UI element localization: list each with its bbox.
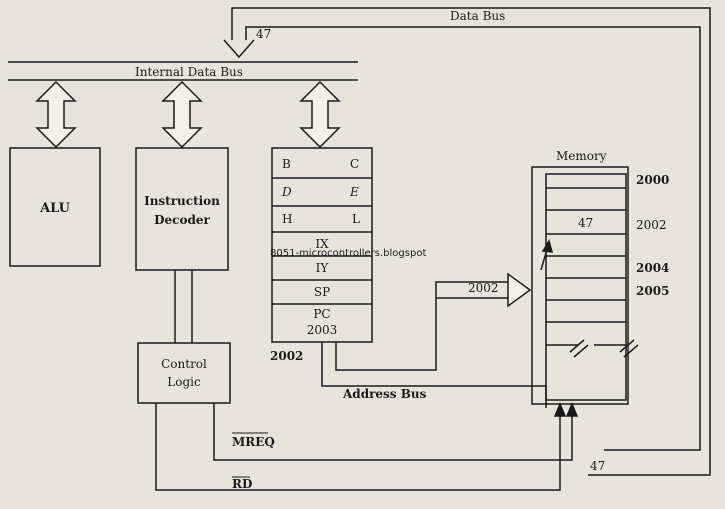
rd-line	[155, 403, 561, 491]
rd-label: RD	[232, 477, 252, 491]
internal-data-bus-label: Internal Data Bus	[135, 65, 243, 79]
data-bus-label: Data Bus	[450, 9, 505, 23]
decoder-bus-arrow	[161, 80, 203, 149]
register-h: H	[282, 212, 292, 226]
instruction-decoder-label-line2: Decoder	[154, 213, 210, 227]
register-iy: IY	[316, 261, 330, 275]
external-data-bus	[223, 7, 711, 476]
control-logic-label-line1: Control	[161, 357, 207, 371]
mreq-line	[213, 403, 573, 461]
control-logic-block	[137, 342, 231, 404]
memory-address-2004: 2004	[636, 261, 669, 275]
address-bus	[321, 272, 547, 408]
control-logic-label-line2: Logic	[167, 375, 201, 389]
memory-address-2000: 2000	[636, 173, 669, 187]
memory-label: Memory	[556, 149, 607, 163]
register-d: D	[281, 185, 292, 199]
memory-block	[531, 166, 639, 405]
data-bus-bottom-value: 47	[590, 459, 605, 473]
watermark-text: 8051-microcontrollers.blogspot	[270, 248, 426, 259]
register-l: L	[352, 212, 360, 226]
memory-address-2002: 2002	[636, 218, 667, 232]
data-bus-top-value: 47	[256, 27, 271, 41]
bus-arrows	[35, 80, 341, 149]
alu-block	[9, 147, 101, 267]
mreq-label: MREQ	[232, 435, 275, 449]
register-c: C	[350, 157, 359, 171]
register-pc-value: 2003	[307, 323, 338, 337]
control-signals	[155, 402, 579, 491]
register-e: E	[349, 185, 359, 199]
internal-data-bus	[8, 61, 358, 81]
register-pc: PC	[313, 307, 330, 321]
register-sp: SP	[314, 285, 330, 299]
decoder-control-link	[174, 270, 193, 343]
register-ix: IX	[315, 237, 329, 251]
registers-bus-arrow	[299, 80, 341, 149]
memory-cell-value: 47	[578, 216, 593, 230]
memory-address-2005: 2005	[636, 284, 669, 298]
instruction-decoder-label-line1: Instruction	[144, 194, 220, 208]
alu-bus-arrow	[35, 80, 77, 149]
address-arrow-value: 2002	[468, 281, 499, 295]
instruction-decoder-block	[135, 147, 229, 271]
address-bus-label: Address Bus	[342, 387, 427, 401]
register-b: B	[282, 157, 291, 171]
alu-label: ALU	[39, 201, 71, 216]
address-out-value: 2002	[270, 349, 303, 363]
